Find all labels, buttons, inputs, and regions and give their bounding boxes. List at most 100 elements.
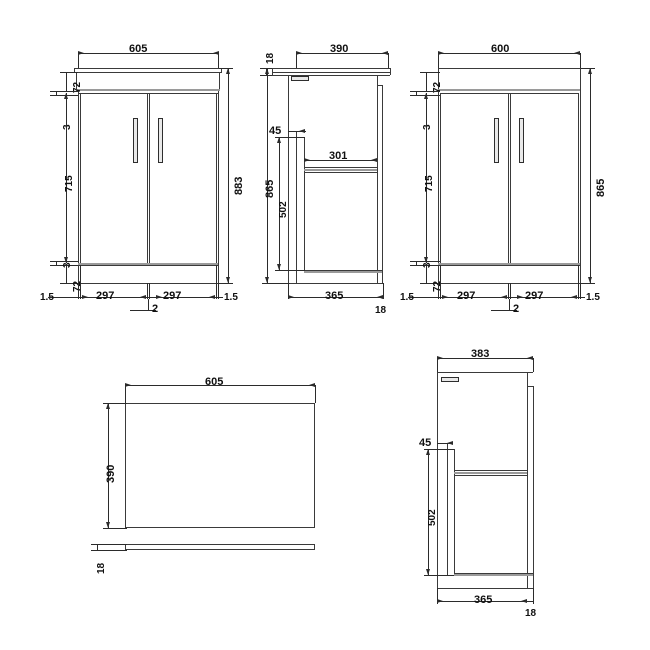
carcass3-front-face	[437, 372, 438, 588]
worktop-edge-strip	[125, 544, 315, 550]
carcass2-top-rail-band	[438, 89, 580, 91]
dim-line-600	[438, 53, 580, 54]
arrow-right-600	[574, 50, 580, 55]
dim-line-72b-b	[426, 265, 427, 283]
dim-605-plan: 605	[205, 376, 224, 388]
worktop-front-lip	[74, 72, 222, 73]
carcass3-back-face	[527, 372, 528, 588]
ext-chain-b1	[438, 283, 439, 299]
arrow-top-502	[276, 137, 281, 143]
worktop-plan-rect	[125, 403, 315, 528]
door2-right-edge	[578, 93, 579, 263]
dim-3-top-b: 3	[422, 124, 433, 130]
door-handle-right[interactable]	[158, 118, 163, 163]
side-carcass-back	[377, 75, 378, 283]
worktop-left-edge	[74, 68, 75, 72]
dim-line-715	[66, 93, 67, 263]
dim-line-365	[288, 297, 383, 298]
dim-line-502	[279, 137, 280, 270]
side-internal-left	[296, 131, 297, 283]
dim-390: 390	[330, 43, 349, 55]
dim-502: 502	[278, 201, 289, 218]
arrow-right-383	[527, 355, 533, 360]
door-left-inner-edge	[80, 93, 81, 263]
arrow-right-365	[377, 294, 383, 299]
arrow-left-383	[437, 355, 443, 360]
carcass2-right-edge	[580, 68, 581, 283]
ext-2-leader	[148, 299, 149, 311]
arrow-top-865	[264, 68, 269, 74]
carcass-left-edge	[78, 91, 79, 283]
carcass3-back-panel-outer	[533, 386, 534, 588]
dim-715b: 715	[424, 175, 435, 192]
dim-297-right-b: 297	[525, 290, 544, 302]
worktop-top-edge	[74, 68, 222, 69]
side-worktop-bottom	[272, 75, 390, 76]
arrow-297l-right	[140, 294, 146, 299]
ext-502b-bottom	[424, 575, 454, 576]
arrow-bottom-715b	[423, 257, 428, 263]
dim-line-3t-b	[416, 91, 417, 95]
arrow-right-605-plan	[309, 382, 315, 387]
arrow-297rb-right	[571, 294, 577, 299]
ext-18-plan-a	[91, 544, 127, 545]
arrow-45	[299, 128, 305, 133]
dim-line-72-bottom	[66, 265, 67, 283]
door2-handle-left[interactable]	[494, 118, 499, 163]
ext-chain-b5	[578, 265, 579, 299]
dim-line-45	[288, 131, 306, 132]
arrow-top-883	[225, 68, 230, 74]
arrow-top-390-plan	[105, 403, 110, 409]
ext-72-bot-b	[60, 283, 78, 284]
arrow-297lb-right	[501, 294, 507, 299]
door-centre-gap-left	[147, 93, 148, 263]
dim-line-605	[78, 53, 219, 54]
arrow-left-365b	[437, 598, 443, 603]
side-door-handle[interactable]	[291, 76, 309, 81]
door-centre-gap-right	[149, 93, 150, 263]
carcass3-door-handle[interactable]	[441, 377, 459, 382]
ext-line-883-bottom	[219, 283, 233, 284]
arrow-left-390	[296, 50, 302, 55]
dim-18-overhang: 18	[265, 52, 276, 64]
ext-605-plan-right	[315, 385, 316, 403]
dim-line-301	[304, 160, 377, 161]
door2-handle-right[interactable]	[519, 118, 524, 163]
dim-line-18-plan	[97, 544, 98, 550]
carcass3-internal-left	[447, 443, 448, 575]
ext-chain-2	[80, 265, 81, 299]
arrow-bottom-502	[276, 264, 281, 270]
dim-18-plan: 18	[96, 562, 107, 574]
arrow-right-365b	[521, 598, 527, 603]
ext-502b-top	[424, 449, 454, 450]
dim-865b: 865	[595, 178, 607, 197]
side-internal-front	[304, 137, 305, 272]
door2-bottom-band	[438, 263, 580, 265]
carcass3-base-band	[454, 574, 533, 576]
arrow-top-502b	[425, 449, 430, 455]
dim-line-715b	[426, 93, 427, 263]
dim-3-top: 3	[62, 124, 73, 130]
dim-865: 865	[264, 179, 276, 198]
dim-line-383	[437, 358, 533, 359]
dim-301: 301	[329, 150, 348, 162]
dim-line-18-back	[377, 297, 383, 298]
side-back-panel-top	[377, 85, 383, 86]
ext-390-plan-top	[103, 403, 127, 404]
ext-3-bot-b	[50, 265, 78, 266]
ext-365-right	[383, 283, 384, 299]
door-handle-left[interactable]	[133, 118, 138, 163]
arrow-left-605-plan	[125, 382, 131, 387]
door2-top-edge	[440, 93, 578, 94]
dim-line-390	[296, 53, 388, 54]
dim-883: 883	[233, 176, 245, 195]
ext-chain-3	[147, 283, 148, 299]
dim-605: 605	[129, 43, 148, 55]
side-shelf-band	[304, 169, 377, 171]
arrow-left-600	[438, 50, 444, 55]
arrow-right-605	[213, 50, 219, 55]
plinth-bottom-edge	[78, 283, 218, 284]
carcass-right-edge	[218, 91, 219, 283]
ext-605-plan-left	[125, 385, 126, 403]
arrow-45b	[447, 440, 453, 445]
